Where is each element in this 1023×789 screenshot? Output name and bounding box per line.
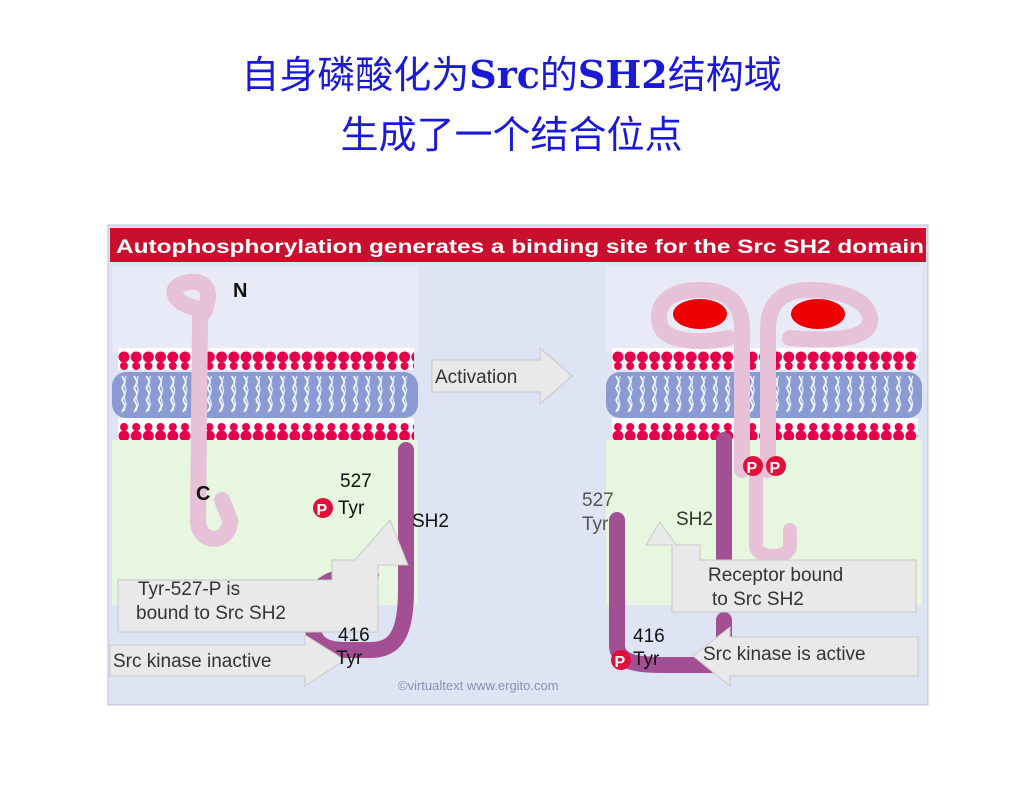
- left-terminus-n: N: [233, 280, 247, 302]
- left-receptor: [166, 273, 239, 547]
- left-site-416-number: 416: [338, 625, 370, 646]
- title-cn-3: 结构域: [667, 53, 782, 97]
- title-src: Src: [469, 52, 540, 97]
- left-panel-inactive: N C P 527 Tyr SH2 Tyr-527-P is bound to …: [109, 266, 449, 687]
- ligand-right: [791, 299, 845, 329]
- right-site-416-number: 416: [633, 626, 665, 647]
- right-site-416-residue: Tyr: [633, 649, 660, 670]
- left-callout-line2: bound to Src SH2: [136, 603, 286, 624]
- slide-title-line2: 生成了一个结合位点: [340, 113, 683, 157]
- slide-title-line1: 自身磷酸化为Src的SH2结构域: [0, 52, 1023, 98]
- right-receptor-tail: [749, 463, 797, 564]
- right-p-symbol-a: P: [747, 460, 758, 477]
- left-callout-arrow: [117, 519, 409, 633]
- right-callout-line1: Receptor bound: [708, 565, 843, 586]
- right-status: Src kinase is active: [703, 644, 866, 665]
- figure-header: Autophosphorylation generates a binding …: [116, 237, 924, 258]
- title-cn-2: 的: [539, 53, 578, 97]
- left-callout-line1: Tyr-527-P is: [138, 579, 240, 600]
- right-status-arrow: [692, 625, 919, 688]
- right-callout-line2: to Src SH2: [712, 589, 804, 610]
- left-status-arrow: [109, 634, 346, 687]
- right-p-symbol-b: P: [770, 460, 781, 477]
- left-phospho-527: [313, 498, 333, 518]
- left-extracellular: [112, 266, 418, 352]
- right-phospho-b: [766, 456, 786, 476]
- left-p-symbol: P: [317, 502, 328, 519]
- title-cn-1: 自身磷酸化为: [241, 53, 470, 97]
- left-terminus-c: C: [196, 483, 210, 505]
- right-callout-arrow: [645, 521, 917, 613]
- left-sh2-label: SH2: [412, 511, 449, 532]
- left-status: Src kinase inactive: [113, 651, 271, 672]
- left-site-416-residue: Tyr: [336, 648, 363, 669]
- left-lipid-bilayer: [118, 348, 414, 440]
- activation-arrow: [431, 346, 573, 406]
- right-receptor-left: [651, 281, 750, 478]
- left-site-527-number: 527: [340, 471, 372, 492]
- right-phospho-a: [743, 456, 763, 476]
- right-site-527-residue: Tyr: [582, 514, 609, 535]
- right-sh2-label: SH2: [676, 509, 713, 530]
- right-phospho-416: [611, 650, 631, 670]
- right-panel-active: P P 527 Tyr SH2 Receptor bound to Src SH…: [582, 266, 922, 688]
- title-sh2: SH2: [577, 52, 668, 97]
- ligand-left: [673, 299, 727, 329]
- right-receptor-right: [760, 281, 878, 478]
- figure-credit: ©virtualtext www.ergito.com: [398, 678, 559, 693]
- left-site-527-residue: Tyr: [338, 498, 365, 519]
- right-site-527-number: 527: [582, 490, 614, 511]
- figure-header-bar: [110, 228, 926, 262]
- right-p-symbol-416: P: [615, 654, 626, 671]
- left-src-kinase: [304, 442, 414, 658]
- activation-label: Activation: [435, 367, 517, 388]
